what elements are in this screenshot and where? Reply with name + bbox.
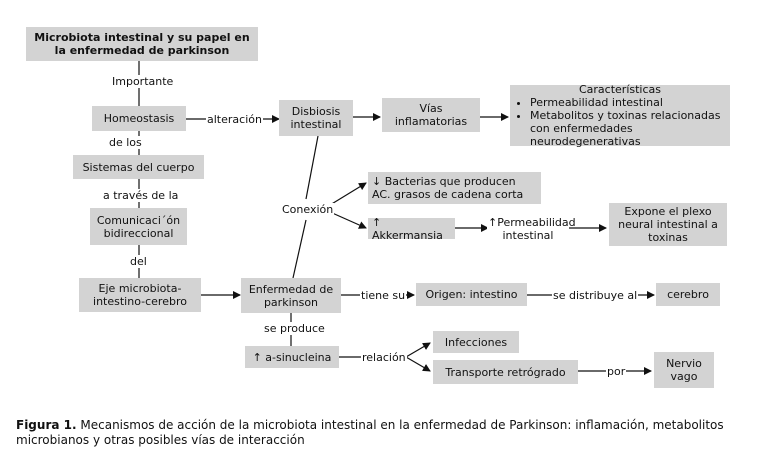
edge-label-del: del (129, 255, 148, 268)
node-vias-inflamatorias: Vías inflamatorias (382, 98, 480, 132)
edge-disbiosis-conexion (305, 135, 319, 200)
edge-label-de-los: de los (108, 136, 143, 149)
node-transporte-retrogrado: Transporte retrógrado (433, 360, 578, 384)
node-disbiosis: Disbiosis intestinal (279, 100, 353, 136)
caracteristicas-item: Permeabilidad intestinal (530, 96, 722, 109)
node-caracteristicas: Características Permeabilidad intestinal… (510, 83, 730, 148)
node-expone-plexo: Expone el plexo neural intestinal a toxi… (609, 203, 727, 246)
edge-relacion-infecciones (405, 342, 431, 358)
caption-label: Figura 1. (16, 418, 77, 432)
caracteristicas-item: Metabolitos y toxinas relacionadas con e… (530, 109, 722, 148)
node-bacterias: ↓ Bacterias que producen AC. grasos de c… (368, 172, 541, 204)
caracteristicas-title: Características (578, 83, 661, 96)
figure-caption: Figura 1. Mecanismos de acción de la mic… (16, 418, 764, 448)
edge-label-relacion: relación (361, 351, 407, 364)
edge-label-importante: Importante (111, 75, 175, 88)
edge-label-se-produce: se produce (263, 322, 326, 335)
edge-conexion-bacterias (329, 182, 367, 206)
node-akkermansia: ↑ Akkermansia (368, 216, 455, 242)
node-title: Microbiota intestinal y su papel en la e… (26, 27, 258, 61)
edge-label-a-traves: a través de la (102, 189, 180, 202)
node-origen-intestino: Origen: intestino (416, 283, 527, 306)
edge-label-permeabilidad: ↑Permeabilidad intestinal (487, 216, 576, 242)
node-cerebro: cerebro (656, 283, 720, 306)
node-enfermedad-parkinson: Enfermedad de parkinson (241, 278, 341, 313)
node-homeostasis: Homeostasis (92, 106, 186, 131)
node-comunicacion-bidireccional: Comunicaci´ón bidireccional (90, 208, 187, 245)
edge-label-por: por (606, 365, 627, 378)
caracteristicas-list: Permeabilidad intestinal Metabolitos y t… (518, 96, 722, 148)
edge-label-se-distribuye: se distribuye al (552, 289, 639, 302)
node-infecciones: Infecciones (433, 331, 519, 353)
node-sistemas-cuerpo: Sistemas del cuerpo (73, 155, 204, 179)
edge-label-alteracion: alteración (206, 113, 263, 126)
edge-relacion-transporte (405, 356, 431, 372)
node-eje-microbiota: Eje microbiota-intestino-cerebro (79, 278, 201, 312)
node-nervio-vago: Nervio vago (654, 352, 714, 388)
edge-label-conexion: Conexión (281, 203, 335, 216)
edge-conexion-akkermansia (329, 211, 367, 229)
edge-conexion-enfermedad (292, 219, 307, 279)
edge-label-tiene-su: tiene su (360, 289, 407, 302)
node-sinucleina: ↑ a-sinucleina (245, 346, 339, 368)
caption-text: Mecanismos de acción de la microbiota in… (16, 418, 724, 447)
